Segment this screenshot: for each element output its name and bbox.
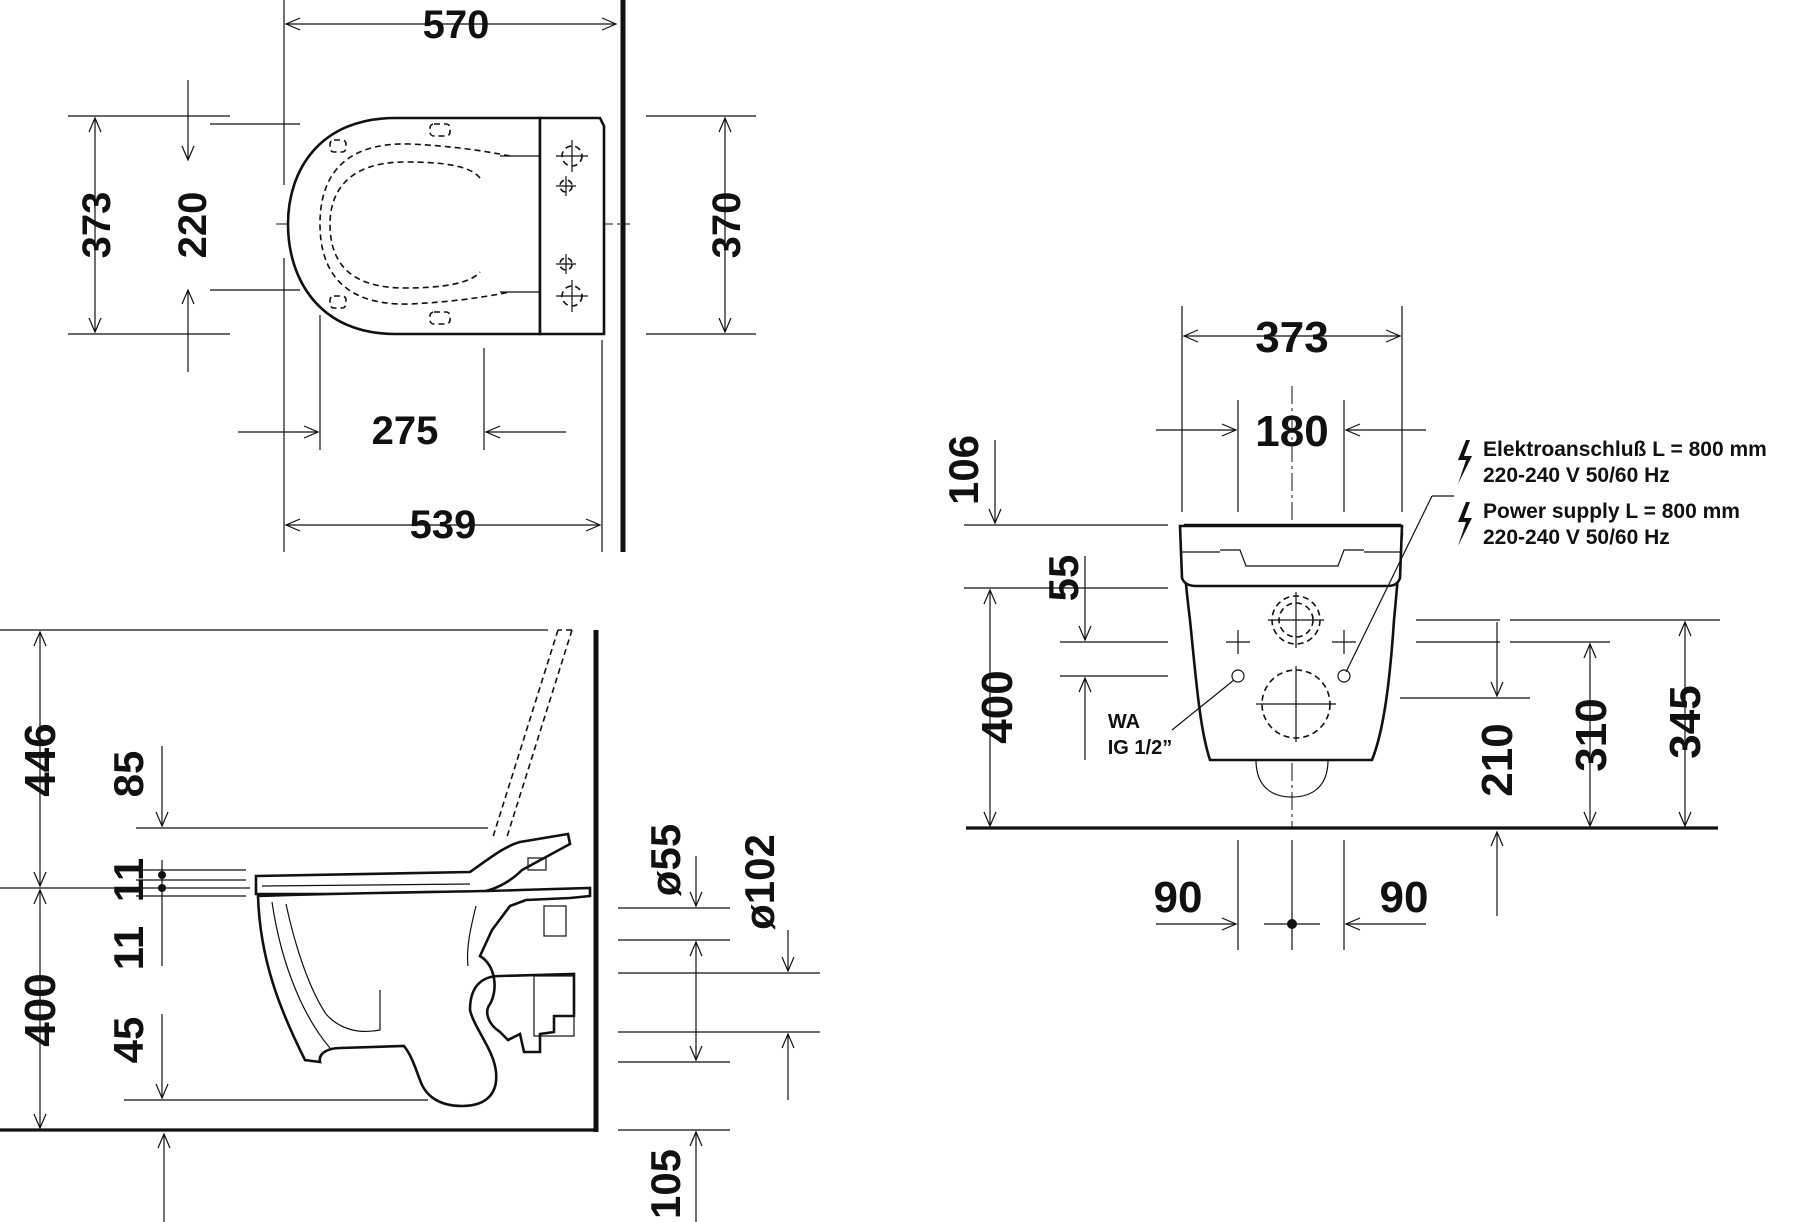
front-dim-400: 400 bbox=[973, 670, 1022, 743]
front-dim-310: 310 bbox=[1567, 698, 1616, 771]
side-view: 446 85 11 11 400 45 ø55 ø102 105 bbox=[0, 629, 820, 1222]
top-dim-275: 275 bbox=[372, 409, 439, 453]
side-dim-45: 45 bbox=[105, 1017, 152, 1064]
top-dim-220: 220 bbox=[171, 192, 215, 259]
side-dim-446: 446 bbox=[16, 723, 65, 796]
front-dim-90-right: 90 bbox=[1380, 873, 1429, 922]
power-en-line2: 220-240 V 50/60 Hz bbox=[1483, 526, 1670, 549]
power-en-line1: Power supply L = 800 mm bbox=[1483, 500, 1740, 523]
front-dim-90-left: 90 bbox=[1154, 873, 1203, 922]
top-dim-373: 373 bbox=[75, 192, 119, 259]
side-dim-400: 400 bbox=[16, 973, 65, 1046]
side-dim-105: 105 bbox=[642, 1149, 689, 1219]
side-dim-11-bottom: 11 bbox=[105, 926, 152, 970]
front-dim-55: 55 bbox=[1040, 555, 1087, 602]
side-dim-d102: ø102 bbox=[736, 834, 783, 930]
front-dim-345: 345 bbox=[1661, 685, 1710, 758]
front-dim-180: 180 bbox=[1255, 407, 1328, 456]
side-dim-d55: ø55 bbox=[642, 824, 689, 896]
top-dim-539: 539 bbox=[410, 503, 477, 547]
wa-thread: IG 1/2” bbox=[1108, 737, 1172, 759]
top-view: 570 373 220 370 275 539 bbox=[68, 0, 756, 552]
side-dim-11-top: 11 bbox=[105, 858, 152, 902]
lightning-icon-de bbox=[1458, 440, 1472, 484]
side-dim-85: 85 bbox=[105, 751, 152, 798]
top-dim-370: 370 bbox=[705, 192, 749, 259]
power-de-line2: 220-240 V 50/60 Hz bbox=[1483, 464, 1670, 487]
front-dim-373: 373 bbox=[1255, 313, 1328, 362]
front-dim-210: 210 bbox=[1473, 723, 1522, 796]
power-de-line1: Elektroanschluß L = 800 mm bbox=[1483, 438, 1767, 461]
lightning-icon-en bbox=[1458, 502, 1472, 546]
front-view: 373 180 106 55 400 210 310 345 90 90 WA … bbox=[940, 306, 1767, 950]
top-dim-570: 570 bbox=[423, 3, 490, 47]
front-dim-106: 106 bbox=[940, 435, 987, 505]
wa-label: WA bbox=[1108, 711, 1140, 733]
